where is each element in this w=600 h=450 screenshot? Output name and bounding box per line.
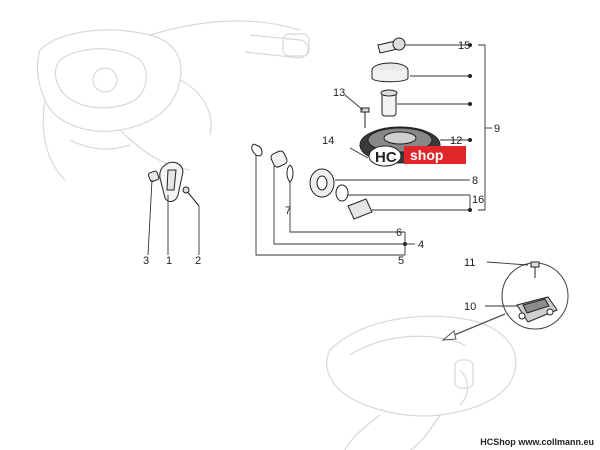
footer-site: www.collmann.eu [518, 437, 594, 447]
callout-5: 5 [398, 255, 404, 267]
hc-shop-logo: HC shop [368, 145, 466, 167]
callout-4: 4 [418, 239, 424, 251]
callout-1: 1 [166, 255, 172, 267]
callout-14: 14 [322, 135, 334, 147]
callout-11: 11 [464, 257, 475, 269]
link-parts [251, 143, 415, 256]
callout-2: 2 [195, 255, 201, 267]
callout-10: 10 [464, 301, 476, 313]
callout-16: 16 [472, 194, 484, 206]
callout-15: 15 [458, 40, 470, 52]
latch-assembly [441, 261, 569, 341]
ghost-scooter-rear [326, 315, 517, 450]
lock-assembly [309, 37, 492, 220]
bracket-assembly [147, 161, 200, 256]
callout-13: 13 [333, 87, 345, 99]
callout-labels: 1 2 3 4 5 6 7 8 9 10 11 12 13 14 15 16 [143, 40, 500, 313]
logo-shop-text: shop [410, 147, 443, 163]
callout-3: 3 [143, 255, 149, 267]
callout-7: 7 [285, 205, 291, 217]
footer-brand: HCShop [480, 437, 516, 447]
ghost-scooter-front [36, 20, 310, 181]
footer-credit: HCShop www.collmann.eu [480, 437, 594, 447]
callout-9: 9 [494, 123, 500, 135]
callout-12: 12 [450, 135, 462, 147]
callout-6: 6 [396, 227, 402, 239]
callout-8: 8 [472, 175, 478, 187]
logo-hc-text: HC [375, 149, 397, 166]
